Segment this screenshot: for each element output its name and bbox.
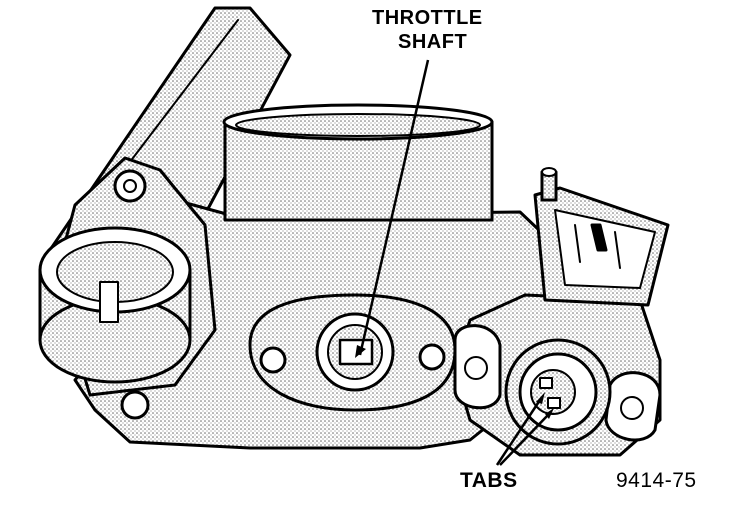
- throttle-shaft-label-line1: THROTTLE: [372, 7, 483, 29]
- tps-tab-lower: [547, 397, 561, 409]
- leader-tabs-1: [495, 399, 542, 466]
- lower-bolt-left: [120, 390, 150, 420]
- tps-tab-upper: [539, 377, 553, 389]
- flange-hole-right: [418, 343, 446, 371]
- flange-hole-left: [259, 346, 287, 374]
- air-inlet-rim-inner: [235, 113, 481, 137]
- figure-number: 9414-75: [616, 469, 697, 492]
- intake-tube-edge: [119, 19, 239, 176]
- leader-throttle-shaft: [358, 59, 430, 356]
- iac-connector-slot: [99, 281, 119, 323]
- leader-tabs-2: [499, 414, 549, 466]
- throttle-shaft-label-line2: SHAFT: [398, 31, 468, 53]
- tabs-label: TABS: [460, 469, 518, 492]
